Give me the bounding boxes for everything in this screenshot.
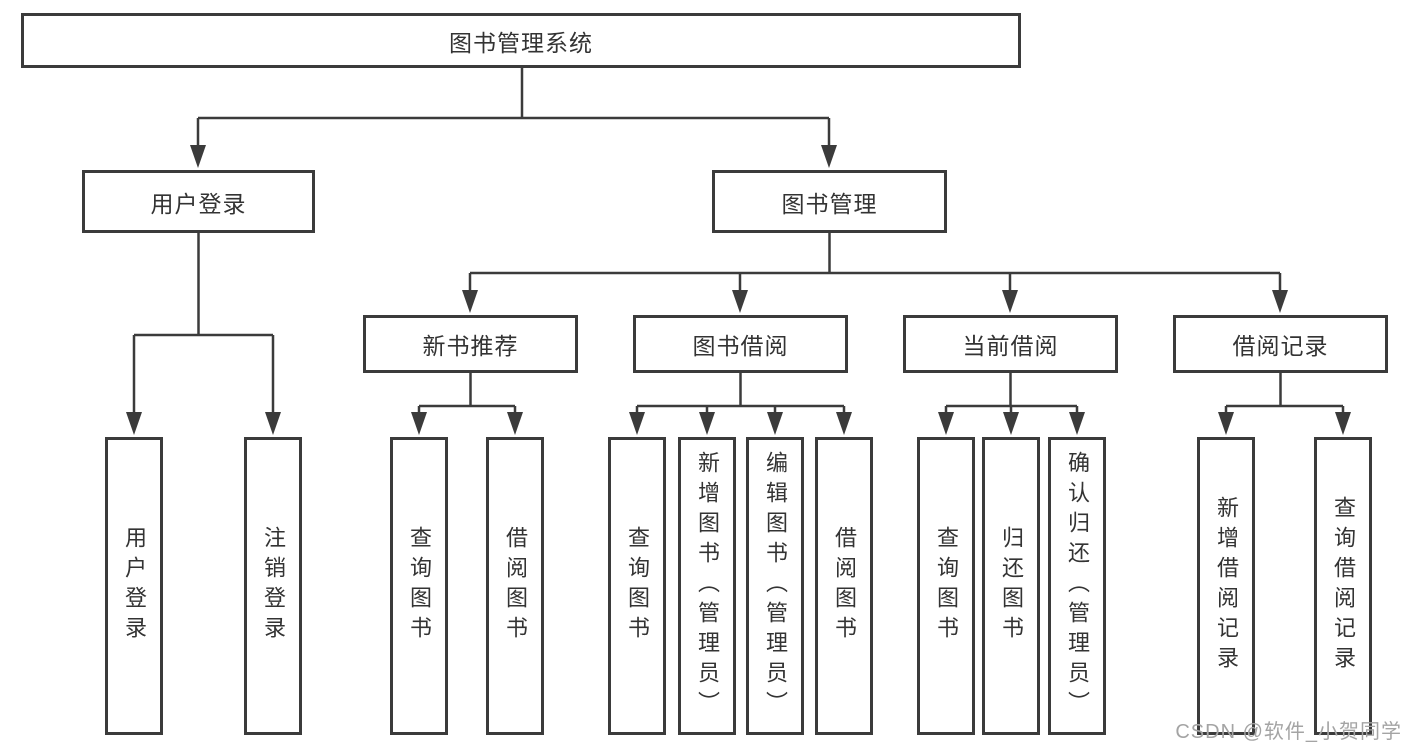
leaf-confirm-return-admin-label: 确认归还（管理员） [1065, 451, 1090, 721]
leaf-borrow-books-2: 借阅图书 [815, 437, 873, 735]
leaf-borrow-books-1-label: 借阅图书 [503, 526, 528, 646]
leaf-logout: 注销登录 [244, 437, 302, 735]
leaf-edit-books-admin: 编辑图书（管理员） [746, 437, 804, 735]
leaf-query-books-3-label: 查询图书 [934, 526, 959, 646]
node-borrowing-records: 借阅记录 [1173, 315, 1388, 373]
leaf-return-books-label: 归还图书 [999, 526, 1024, 646]
arrowheads [126, 145, 1351, 435]
leaf-query-books-1-label: 查询图书 [407, 526, 432, 646]
leaf-query-books-3: 查询图书 [917, 437, 975, 735]
node-user-login-branch: 用户登录 [82, 170, 315, 233]
leaf-confirm-return-admin: 确认归还（管理员） [1048, 437, 1106, 735]
leaf-query-books-2: 查询图书 [608, 437, 666, 735]
leaf-logout-label: 注销登录 [261, 526, 286, 646]
leaf-borrow-books-1: 借阅图书 [486, 437, 544, 735]
csdn-watermark: CSDN @软件_小贺同学 [1175, 721, 1402, 743]
leaf-edit-books-admin-label: 编辑图书（管理员） [763, 451, 788, 721]
leaf-borrow-books-2-label: 借阅图书 [832, 526, 857, 646]
leaf-query-books-1: 查询图书 [390, 437, 448, 735]
leaf-query-borrow-record-label: 查询借阅记录 [1331, 496, 1356, 676]
leaf-user-login: 用户登录 [105, 437, 163, 735]
leaf-add-borrow-record: 新增借阅记录 [1197, 437, 1255, 735]
leaf-add-books-admin-label: 新增图书（管理员） [695, 451, 720, 721]
node-current-borrowing: 当前借阅 [903, 315, 1118, 373]
node-new-book-recommendation: 新书推荐 [363, 315, 578, 373]
leaf-add-borrow-record-label: 新增借阅记录 [1214, 496, 1239, 676]
leaf-query-borrow-record: 查询借阅记录 [1314, 437, 1372, 735]
node-book-borrowing: 图书借阅 [633, 315, 848, 373]
leaf-user-login-label: 用户登录 [122, 526, 147, 646]
leaf-return-books: 归还图书 [982, 437, 1040, 735]
leaf-query-books-2-label: 查询图书 [625, 526, 650, 646]
node-book-management-branch: 图书管理 [712, 170, 947, 233]
leaf-add-books-admin: 新增图书（管理员） [678, 437, 736, 735]
node-root-library-system: 图书管理系统 [21, 13, 1021, 68]
